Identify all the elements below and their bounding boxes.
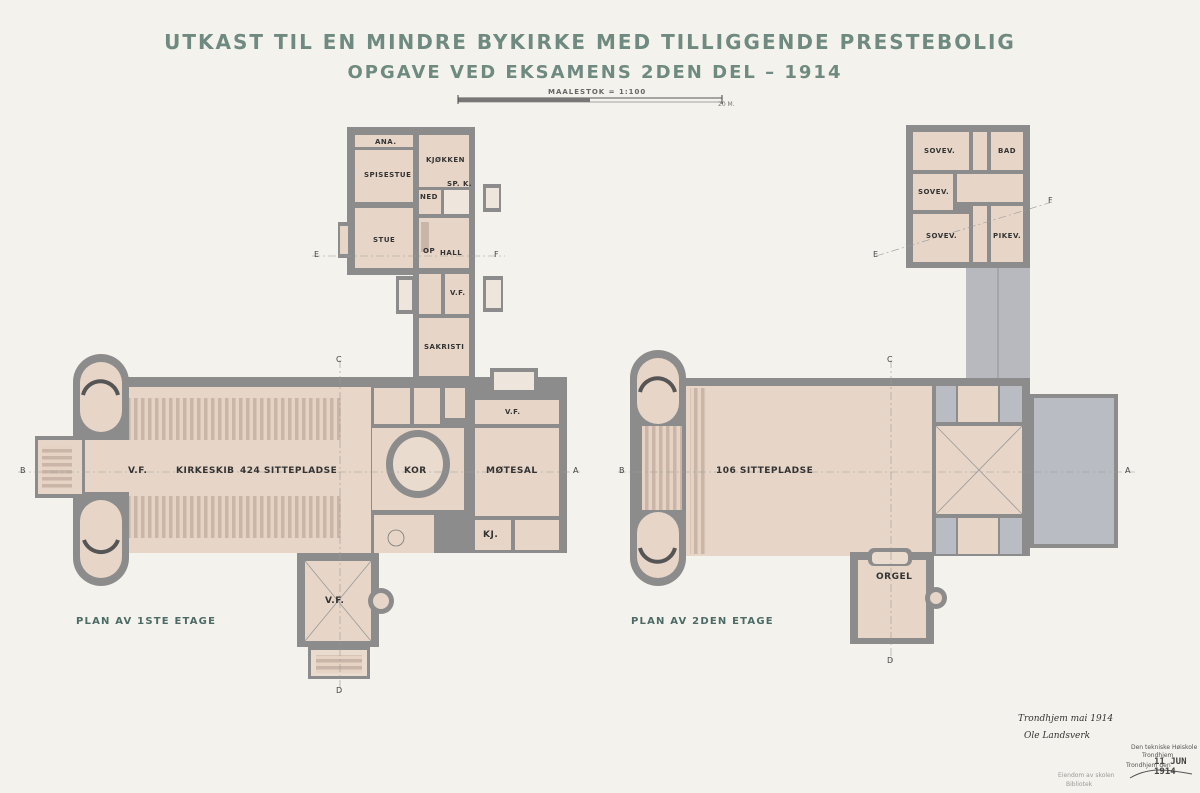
room-sovev-3: SOVEV.	[926, 232, 958, 240]
sakristi-floor	[419, 318, 469, 376]
room-vf-west: V.F.	[128, 466, 148, 476]
kjokken-floor	[419, 135, 469, 187]
room-ned: NED	[420, 193, 438, 201]
room-bad: BAD	[998, 147, 1017, 155]
plan-second-floor	[618, 125, 1135, 662]
faded-stamp-line2: Bibliotek	[1066, 781, 1093, 788]
room-kj: KJ.	[483, 530, 499, 540]
room-sovev-2: SOVEV.	[918, 188, 950, 196]
axis-f-second: F	[1048, 196, 1053, 205]
room-stue: STUE	[373, 236, 396, 244]
room-op: OP	[423, 247, 436, 255]
axis-e-first: E	[314, 250, 320, 259]
room-kirkeskib: KIRKESKIB	[176, 466, 235, 476]
room-vf-right: V.F.	[505, 408, 521, 416]
plan-first-floor	[18, 127, 580, 692]
stamp-institution: Den tekniske Høiskole	[1131, 744, 1198, 751]
room-orgel: ORGEL	[876, 572, 913, 582]
signature-place-date: Trondhjem mai 1914	[1018, 714, 1114, 724]
scale-end-label: 20 M.	[718, 101, 735, 108]
drawing-title: UTKAST TIL EN MINDRE BYKIRKE MED TILLIGG…	[164, 30, 1016, 54]
room-kjokken: KJØKKEN	[426, 156, 465, 164]
signature-name: Ole Landsverk	[1024, 731, 1091, 741]
axis-a-first: A	[573, 466, 579, 475]
axis-e-second: E	[873, 250, 879, 259]
room-vf-south: V.F.	[325, 596, 345, 606]
axis-b-first: B	[20, 466, 26, 475]
axis-c-first: C	[336, 355, 342, 364]
faded-stamp-line1: Eiendom av skolen	[1058, 772, 1115, 779]
stue-floor	[355, 208, 413, 268]
room-seats-first: 424 SITTEPLADSE	[240, 466, 338, 476]
stamp-date: 11 JUN 1914	[1154, 757, 1187, 777]
room-hall: HALL	[440, 249, 463, 257]
axis-d-second: D	[887, 656, 894, 665]
signature-flourish	[1129, 769, 1193, 779]
axis-a-second: A	[1125, 466, 1131, 475]
stamp-date-prefix: Trondhjem den	[1126, 762, 1171, 769]
room-spk: SP. K.	[447, 180, 473, 188]
stamp-city: Trondhjem	[1142, 752, 1174, 759]
room-seats-second: 106 SITTEPLADSE	[716, 466, 814, 476]
axis-d-first: D	[336, 686, 343, 695]
plan-first-floor-label: PLAN AV 1STE ETAGE	[76, 616, 217, 627]
plan-second-floor-label: PLAN AV 2DEN ETAGE	[631, 616, 774, 627]
room-spisestue: SPISESTUE	[364, 171, 412, 179]
room-vf-house: V.F.	[450, 289, 466, 297]
axis-b-second: B	[619, 466, 625, 475]
room-pikev: PIKEV.	[993, 232, 1022, 240]
room-sovev-1: SOVEV.	[924, 147, 956, 155]
room-sakristi: SAKRISTI	[424, 343, 465, 351]
spisestue-floor	[355, 150, 413, 202]
room-kor: KOR	[404, 466, 427, 476]
scale-label: MAALESTOK = 1:100	[548, 88, 647, 96]
axis-c-second: C	[887, 355, 893, 364]
room-motesal: MØTESAL	[486, 466, 538, 476]
axis-f-first: F	[494, 250, 499, 259]
drawing-subtitle: OPGAVE VED EKSAMENS 2DEN DEL – 1914	[347, 62, 843, 83]
room-ana: ANA.	[375, 138, 397, 146]
scale-bar	[457, 95, 723, 104]
